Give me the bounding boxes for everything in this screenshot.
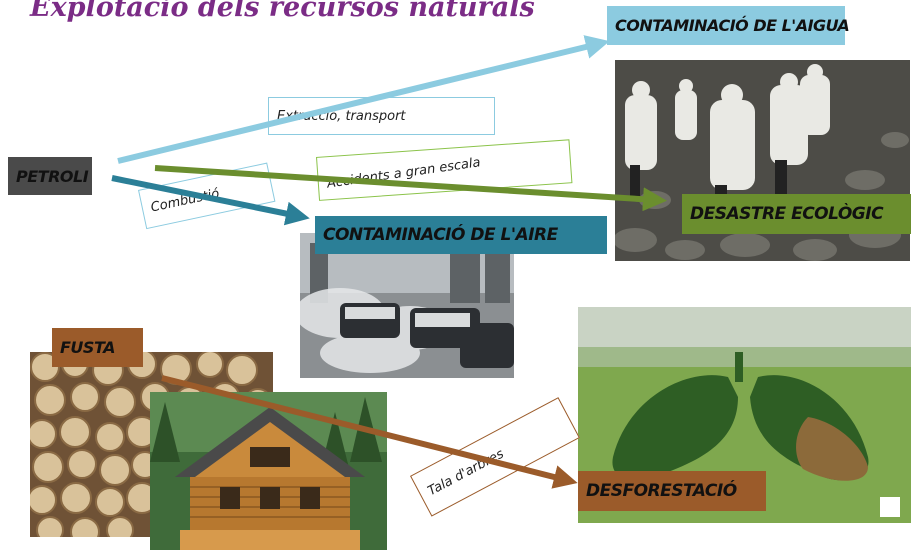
- arrow-to-air-pollution: [111, 175, 310, 226]
- traffic-smog-photo: [300, 233, 514, 378]
- water-pollution-label: CONTAMINACIÓ DE L'AIGUA: [607, 6, 850, 45]
- arrow-to-water-pollution: [117, 35, 610, 164]
- air-pollution-label: CONTAMINACIÓ DE L'AIRE: [315, 216, 607, 254]
- arrow-to-deforestation: [161, 375, 578, 489]
- ecological-disaster-label: DESASTRE ECOLÒGIC: [682, 194, 911, 234]
- log-house-photo: [150, 392, 387, 550]
- arrow-to-ecological-disaster: [154, 165, 667, 212]
- fusta-label: FUSTA: [52, 328, 143, 367]
- page-title: Explotació dels recursos naturals: [30, 0, 535, 23]
- deforestation-label: DESFORESTACIÓ: [578, 471, 766, 511]
- petroli-label: PETROLI: [8, 157, 92, 195]
